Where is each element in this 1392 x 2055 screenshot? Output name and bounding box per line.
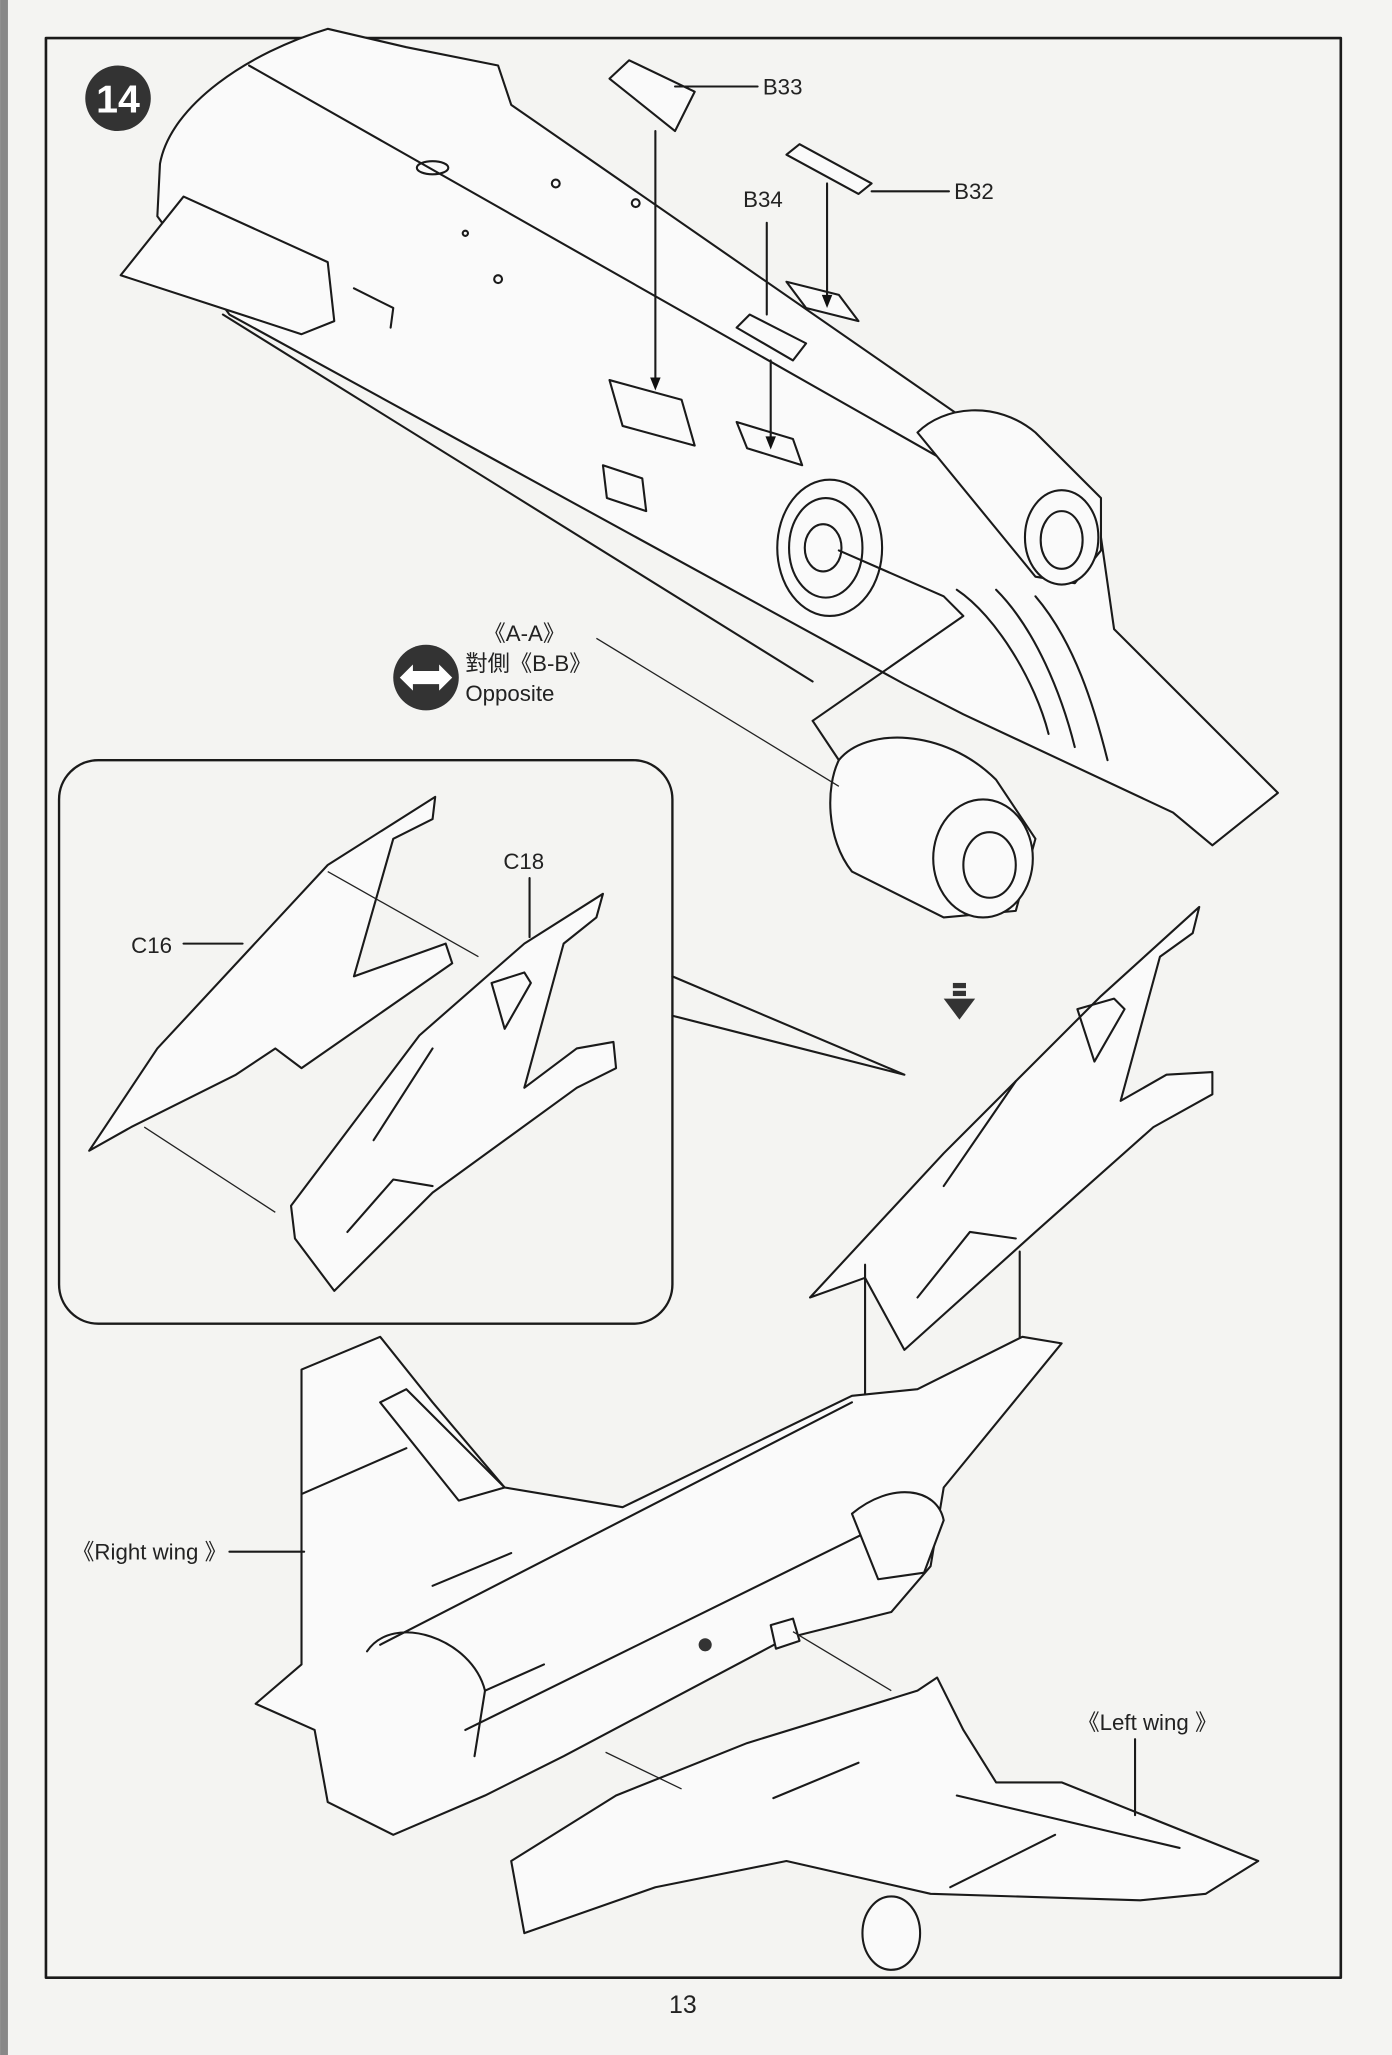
step-badge: 14	[85, 65, 151, 132]
label-right-wing: 《Right wing 》	[72, 1540, 227, 1565]
label-left-wing: 《Left wing 》	[1077, 1710, 1217, 1735]
label-b32: B32	[954, 179, 994, 204]
step-number: 14	[96, 78, 140, 122]
opposite-line3: Opposite	[465, 681, 554, 706]
label-b33: B33	[763, 74, 803, 99]
label-c16: C16	[131, 933, 172, 958]
page-border	[44, 36, 1343, 1979]
opposite-note: 《A-A》 對側《B-B》 Opposite	[393, 621, 840, 787]
part-b34: B34	[735, 187, 808, 450]
rear-fuselage-drawing	[119, 27, 1279, 847]
label-c18: C18	[503, 849, 544, 874]
page-number: 13	[669, 1991, 697, 2019]
exhaust-nozzle-drawing	[829, 736, 1037, 919]
part-b33: B33	[608, 59, 803, 391]
opposite-line2: 對側《B-B》	[465, 651, 591, 676]
fairing-part-drawing	[808, 905, 1214, 1404]
label-b34: B34	[743, 187, 783, 212]
part-b32: B32	[785, 143, 994, 308]
down-arrow-icon	[943, 982, 976, 1020]
aircraft-lower-drawing: 《Right wing 》 《Left wing 》	[72, 1335, 1260, 1971]
opposite-line1: 《A-A》	[483, 621, 565, 646]
detail-inset: C16 C18	[57, 758, 906, 1325]
page-edge-shadow	[0, 0, 8, 2055]
